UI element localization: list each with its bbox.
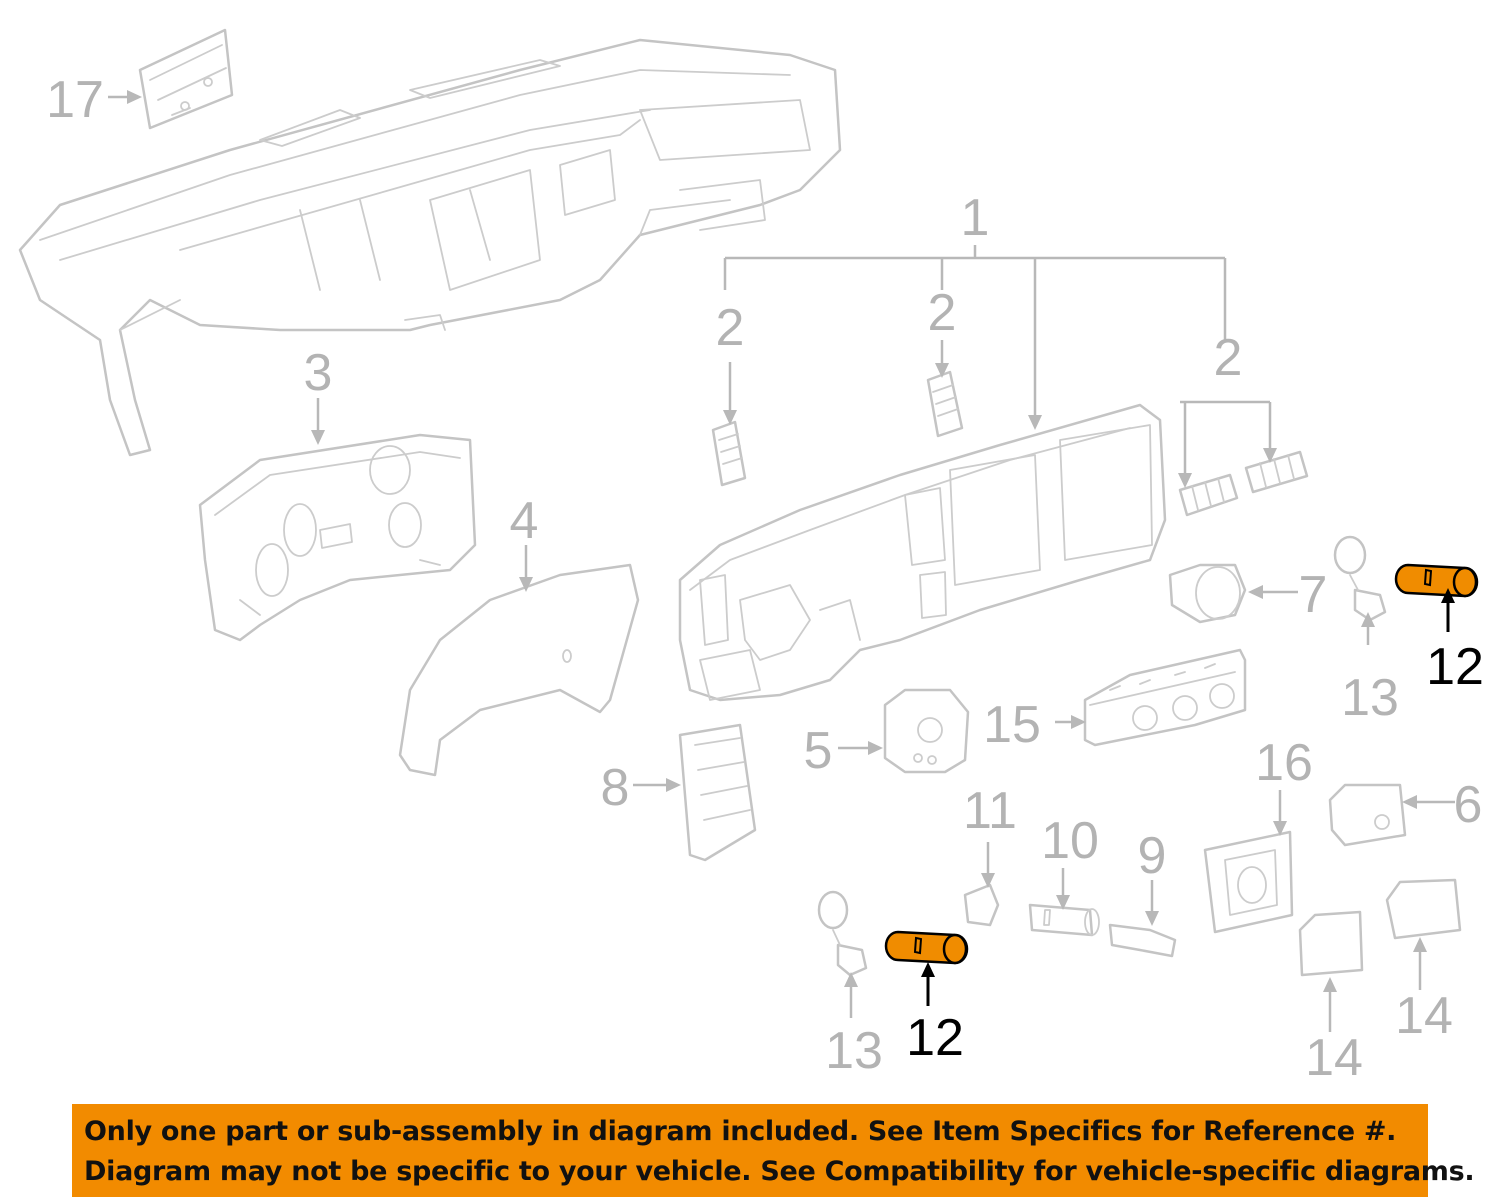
part-15-hvac-control [1083, 648, 1247, 747]
part-14-switch-b [1385, 878, 1462, 940]
callout-5: 5 [804, 722, 833, 780]
callout-17: 17 [46, 71, 104, 129]
part-13-socket-right [1333, 535, 1387, 622]
callout-13: 13 [825, 1022, 883, 1080]
part-2-vent-left [711, 420, 747, 487]
part-9-bulb [1108, 923, 1177, 958]
part-14-switch-a [1298, 910, 1364, 977]
part-2-vent-right-a [1178, 473, 1239, 517]
leader-lines [108, 95, 1455, 1032]
callout-2: 2 [716, 299, 745, 357]
part-12-bulb-right [1394, 563, 1479, 598]
part-6-switch [1328, 783, 1407, 847]
callout-2: 2 [1214, 329, 1243, 387]
arrowheads-dark [921, 588, 1455, 977]
callout-12: 12 [906, 1009, 964, 1067]
part-3-instrument-cluster [198, 433, 477, 642]
callout-14: 14 [1395, 987, 1453, 1045]
callout-14: 14 [1305, 1029, 1363, 1087]
part-10-bulb [1028, 903, 1100, 937]
part-16-headlamp-switch [1203, 830, 1294, 934]
callout-15: 15 [983, 696, 1041, 754]
disclaimer-line-2: Diagram may not be specific to your vehi… [84, 1156, 1475, 1187]
callout-6: 6 [1454, 776, 1483, 834]
callout-2: 2 [928, 284, 957, 342]
part-7-knob [1168, 563, 1247, 624]
callout-3: 3 [304, 344, 333, 402]
callout-4: 4 [510, 492, 539, 550]
callouts: 1 2 2 2 3 4 5 6 7 8 9 10 11 12 12 13 13 … [46, 71, 1484, 1087]
part-2-vent-right-b [1244, 450, 1309, 494]
part-8-switch-panel [678, 723, 757, 862]
callout-7: 7 [1299, 566, 1328, 624]
callout-12: 12 [1426, 638, 1484, 696]
callout-16: 16 [1255, 734, 1313, 792]
callout-13: 13 [1341, 669, 1399, 727]
part-13-socket-bottom [817, 890, 868, 977]
disclaimer-line-1: Only one part or sub-assembly in diagram… [84, 1116, 1397, 1147]
disclaimer-banner: Only one part or sub-assembly in diagram… [72, 1104, 1475, 1197]
part-1-bezel [678, 403, 1167, 702]
part-12-bulb-bottom [884, 930, 969, 965]
callout-10: 10 [1041, 812, 1099, 870]
callout-1: 1 [961, 189, 990, 247]
arrowheads [127, 90, 1427, 992]
callout-11: 11 [963, 782, 1017, 840]
callout-8: 8 [601, 759, 630, 817]
part-5-switch [883, 688, 970, 774]
part-2-vent-center [926, 370, 964, 438]
part-4-lens [398, 563, 640, 777]
callout-9: 9 [1138, 827, 1167, 885]
part-17-bracket [138, 28, 234, 130]
part-11-cap [963, 883, 1000, 927]
dashboard-frame [18, 38, 842, 457]
